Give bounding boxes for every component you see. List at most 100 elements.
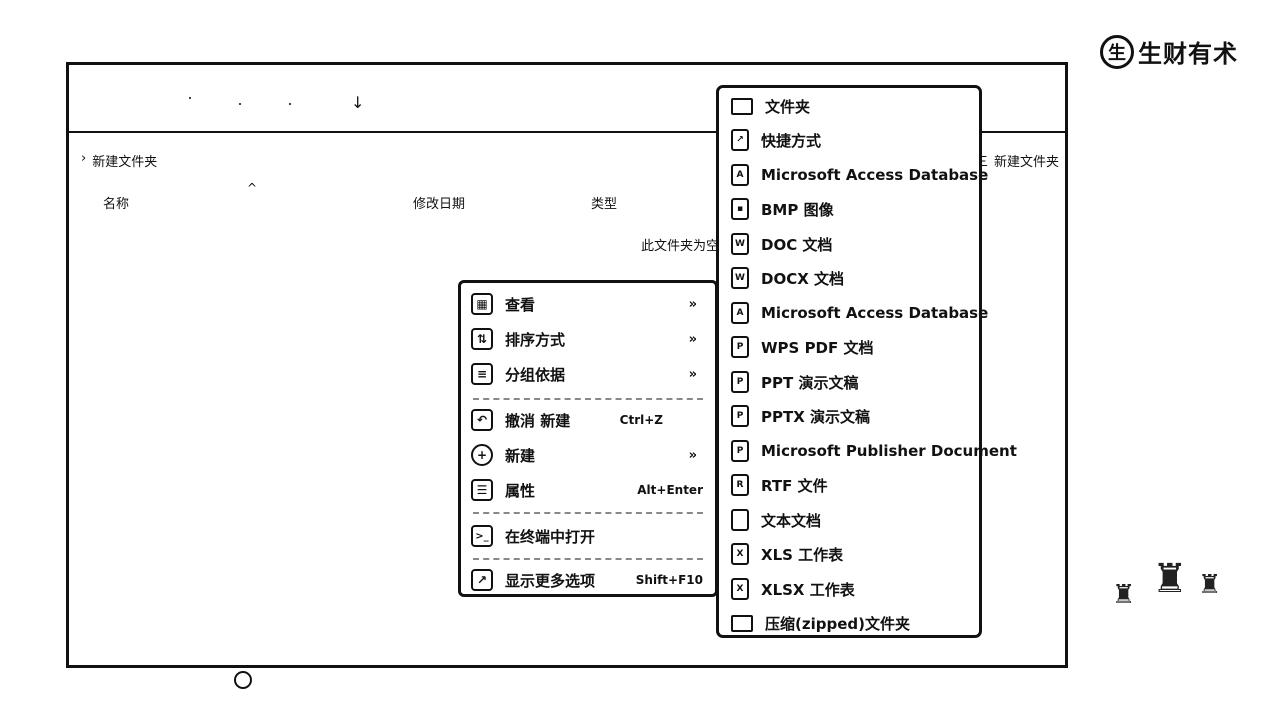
shortcut-label: Ctrl+Z [619,413,663,427]
toolbar-dot [189,97,191,99]
sort-caret-icon: ^ [247,181,258,195]
menu-item-label: 排序方式 [505,330,566,349]
breadcrumb-chevron-icon: › [81,151,87,166]
access-icon: A [731,302,749,324]
submenu-item-label: 文本文档 [761,511,822,530]
toolbar-dot [289,103,291,105]
submenu-item-label: Microsoft Access Database [761,166,989,184]
submenu-arrow-icon: » [688,331,697,347]
submenu-item-label: 压缩(zipped)文件夹 [765,614,910,633]
menu-item-label: 新建 [505,446,536,465]
submenu-item-label: Microsoft Publisher Document [761,442,1017,460]
breadcrumb-folder[interactable]: 新建文件夹 [92,155,158,170]
access-icon: A [731,164,749,186]
submenu-item-folder[interactable]: 文件夹 [731,93,810,119]
new-submenu: 文件夹 ↗ 快捷方式 A Microsoft Access Database ▪… [716,85,1017,638]
menu-item-new[interactable]: + 新建 » [471,442,707,468]
submenu-item-doc[interactable]: W DOC 文档 [731,231,832,257]
menu-item-view[interactable]: ▦ 查看 » [471,291,707,317]
menu-item-show-more-options[interactable]: ↗ 显示更多选项 Shift+F10 [471,567,707,593]
pagoda-decoration-icon: ♜ [1112,580,1136,610]
grid-icon: ▦ [471,293,493,315]
submenu-item-label: 文件夹 [765,97,811,116]
submenu-item-wps-pdf[interactable]: P WPS PDF 文档 [731,334,873,360]
menu-item-open-in-terminal[interactable]: >_ 在终端中打开 [471,523,707,549]
breadcrumb[interactable]: › 新建文件夹 [81,151,157,170]
download-arrow-icon[interactable]: ↓ [351,93,365,112]
properties-icon: ☰ [471,479,493,501]
submenu-item-label: RTF 文件 [761,476,828,495]
submenu-item-label: WPS PDF 文档 [761,338,874,357]
sort-icon: ⇅ [471,328,493,350]
submenu-item-rtf[interactable]: R RTF 文件 [731,472,828,498]
brand-logo: 生 生财有术 [1100,34,1238,69]
shortcut-label: Alt+Enter [637,483,703,497]
logo-mark-icon: 生 [1100,34,1134,69]
submenu-item-xls[interactable]: X XLS 工作表 [731,541,843,567]
submenu-item-label: BMP 图像 [761,200,834,219]
menu-item-label: 在终端中打开 [505,527,596,546]
submenu-item-text-document[interactable]: 文本文档 [731,507,821,533]
toolbar-dot [239,103,241,105]
submenu-item-shortcut[interactable]: ↗ 快捷方式 [731,127,821,153]
pagoda-decoration-icon: ♜ [1198,570,1222,600]
submenu-item-access-database[interactable]: A Microsoft Access Database [731,162,988,188]
empty-folder-message: 此文件夹为空 [641,239,720,254]
column-header-modified[interactable]: 修改日期 [413,197,466,212]
folder-icon [731,97,753,115]
zip-folder-icon [731,614,753,632]
submenu-item-bmp-image[interactable]: ▪ BMP 图像 [731,196,834,222]
submenu-item-label: PPT 演示文稿 [761,373,859,392]
menu-separator [473,558,703,560]
submenu-item-pptx[interactable]: P PPTX 演示文稿 [731,403,870,429]
submenu-item-xlsx[interactable]: X XLSX 工作表 [731,576,855,602]
column-header-type[interactable]: 类型 [591,197,618,212]
xlsx-icon: X [731,578,749,600]
submenu-item-label: DOC 文档 [761,235,833,254]
terminal-icon: >_ [471,525,493,547]
menu-separator [473,512,703,514]
new-icon: + [471,444,493,466]
submenu-item-docx[interactable]: W DOCX 文档 [731,265,844,291]
rtf-icon: R [731,474,749,496]
xls-icon: X [731,543,749,565]
submenu-item-label: XLS 工作表 [761,545,844,564]
menu-item-properties[interactable]: ☰ 属性 Alt+Enter [471,477,707,503]
more-options-icon: ↗ [471,569,493,591]
pdf-icon: P [731,336,749,358]
submenu-item-label: DOCX 文档 [761,269,844,288]
menu-item-label: 显示更多选项 [505,571,596,590]
pagoda-decoration-icon: ♜ [1152,556,1188,602]
submenu-arrow-icon: » [688,366,697,382]
doc-icon: W [731,233,749,255]
scrollbar-thumb[interactable] [234,671,252,689]
search-location-label: 新建文件夹 [993,155,1059,170]
submenu-arrow-icon: » [688,296,697,312]
group-icon: ≡ [471,363,493,385]
menu-item-sort-by[interactable]: ⇅ 排序方式 » [471,326,707,352]
submenu-item-zip-folder[interactable]: 压缩(zipped)文件夹 [731,610,910,636]
menu-item-label: 属性 [505,481,536,500]
ppt-icon: P [731,371,749,393]
submenu-item-access-database-2[interactable]: A Microsoft Access Database [731,300,988,326]
submenu-item-ppt[interactable]: P PPT 演示文稿 [731,369,858,395]
menu-separator [473,398,703,400]
submenu-item-label: PPTX 演示文稿 [761,407,871,426]
submenu-arrow-icon: » [688,447,697,463]
menu-item-undo-new[interactable]: ↶ 撤消 新建 Ctrl+Z [471,407,707,433]
docx-icon: W [731,267,749,289]
shortcut-label: Shift+F10 [635,573,703,587]
publisher-icon: P [731,440,749,462]
toolbar-divider [69,131,1065,133]
menu-item-group-by[interactable]: ≡ 分组依据 » [471,361,707,387]
submenu-item-publisher[interactable]: P Microsoft Publisher Document [731,438,1017,464]
column-header-name[interactable]: 名称 [103,197,130,212]
context-menu: ▦ 查看 » ⇅ 排序方式 » ≡ 分组依据 » ↶ 撤消 新建 Ctrl+Z … [458,280,718,597]
undo-icon: ↶ [471,409,493,431]
submenu-item-label: XLSX 工作表 [761,580,855,599]
submenu-item-label: 快捷方式 [761,131,822,150]
logo-text: 生财有术 [1138,40,1238,68]
menu-item-label: 分组依据 [505,365,566,384]
bmp-icon: ▪ [731,198,749,220]
text-icon [731,509,749,531]
